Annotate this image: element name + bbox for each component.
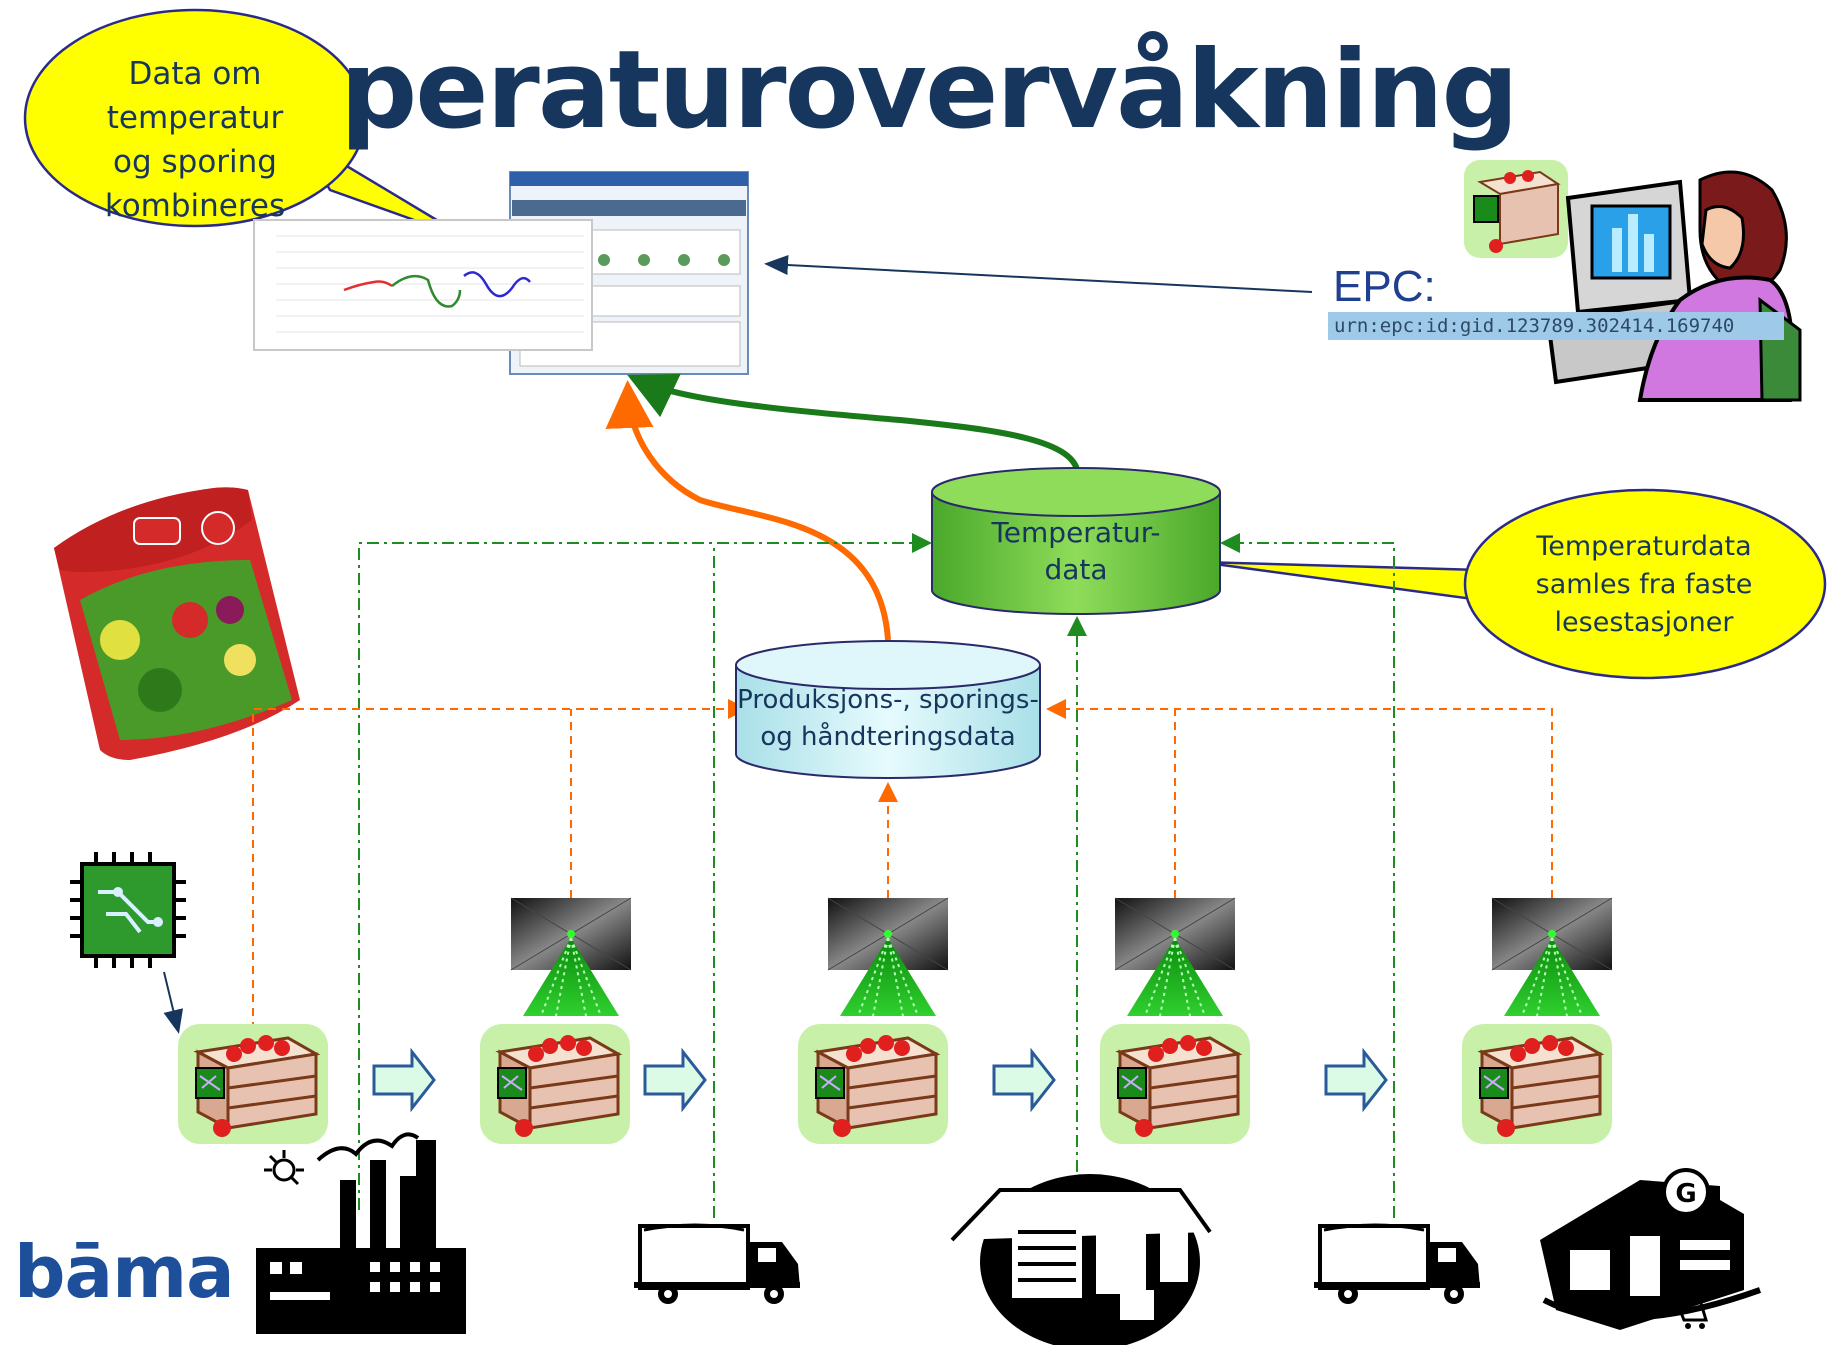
callout-line: samles fra faste xyxy=(1535,569,1753,600)
callout-line: Data om xyxy=(128,56,262,92)
crate-icon xyxy=(1460,1022,1614,1146)
crate-icon xyxy=(796,1022,950,1146)
callout-line: lesestasjoner xyxy=(1554,607,1734,638)
store-icon: G xyxy=(1540,1168,1762,1330)
svg-text:G: G xyxy=(1675,1179,1696,1209)
epc-urn: urn:epc:id:gid.123789.302414.169740 xyxy=(1328,312,1784,340)
system-screenshot xyxy=(253,171,749,375)
crate-icon xyxy=(1098,1022,1252,1146)
temperature-collection-lines xyxy=(358,533,1395,1218)
flow-arrow-icon xyxy=(643,1050,707,1110)
green-flow-arrow xyxy=(627,373,1081,477)
callout-right xyxy=(1199,488,1827,680)
rfid-reader-icon xyxy=(1114,897,1236,1017)
production-database xyxy=(735,640,1041,779)
flow-arrow-icon xyxy=(1324,1050,1388,1110)
callout-line: temperatur xyxy=(106,100,284,136)
epc-label: EPC: xyxy=(1333,262,1436,311)
callout-right-text: Temperaturdata samles fra faste lesestas… xyxy=(1494,528,1794,642)
db-label-line: og håndteringsdata xyxy=(760,722,1016,752)
epc-arrow xyxy=(764,255,1313,293)
flow-arrow-icon xyxy=(992,1050,1056,1110)
bama-logo: bāma xyxy=(14,1230,235,1314)
rfid-reader-icon xyxy=(827,897,949,1017)
orange-flow-arrow xyxy=(605,380,891,641)
callout-line: Temperaturdata xyxy=(1536,531,1752,562)
crate-icon xyxy=(176,1022,330,1146)
callout-top-left-text: Data om temperatur og sporing kombineres xyxy=(64,52,326,228)
db-label-line: Produksjons-, sporings- xyxy=(737,685,1039,715)
callout-line: kombineres xyxy=(104,188,286,224)
db-label-line: data xyxy=(1044,553,1108,586)
db-label-line: Temperatur- xyxy=(991,516,1161,549)
temperature-database xyxy=(931,467,1221,615)
rfid-reader-icon xyxy=(1491,897,1613,1017)
rfid-chip-icon xyxy=(70,852,186,968)
chip-to-crate-arrow xyxy=(163,971,184,1034)
production-database-label: Produksjons-, sporings- og håndteringsda… xyxy=(720,682,1056,756)
crate-icon xyxy=(478,1022,632,1146)
flow-arrow-icon xyxy=(372,1050,436,1110)
computer-user-icon xyxy=(1464,160,1802,402)
product-bag-image xyxy=(54,487,300,760)
callout-line: og sporing xyxy=(113,144,277,180)
warehouse-icon xyxy=(950,1174,1212,1345)
truck-icon xyxy=(632,1223,802,1306)
rfid-reader-icon xyxy=(510,897,632,1017)
page-title: peraturovervåkning xyxy=(340,28,1519,153)
temperature-database-label: Temperatur- data xyxy=(932,514,1220,588)
truck-icon xyxy=(1312,1223,1482,1306)
production-collection-lines xyxy=(252,699,1553,1030)
factory-icon xyxy=(256,1132,466,1334)
callout-top-left xyxy=(23,8,471,242)
